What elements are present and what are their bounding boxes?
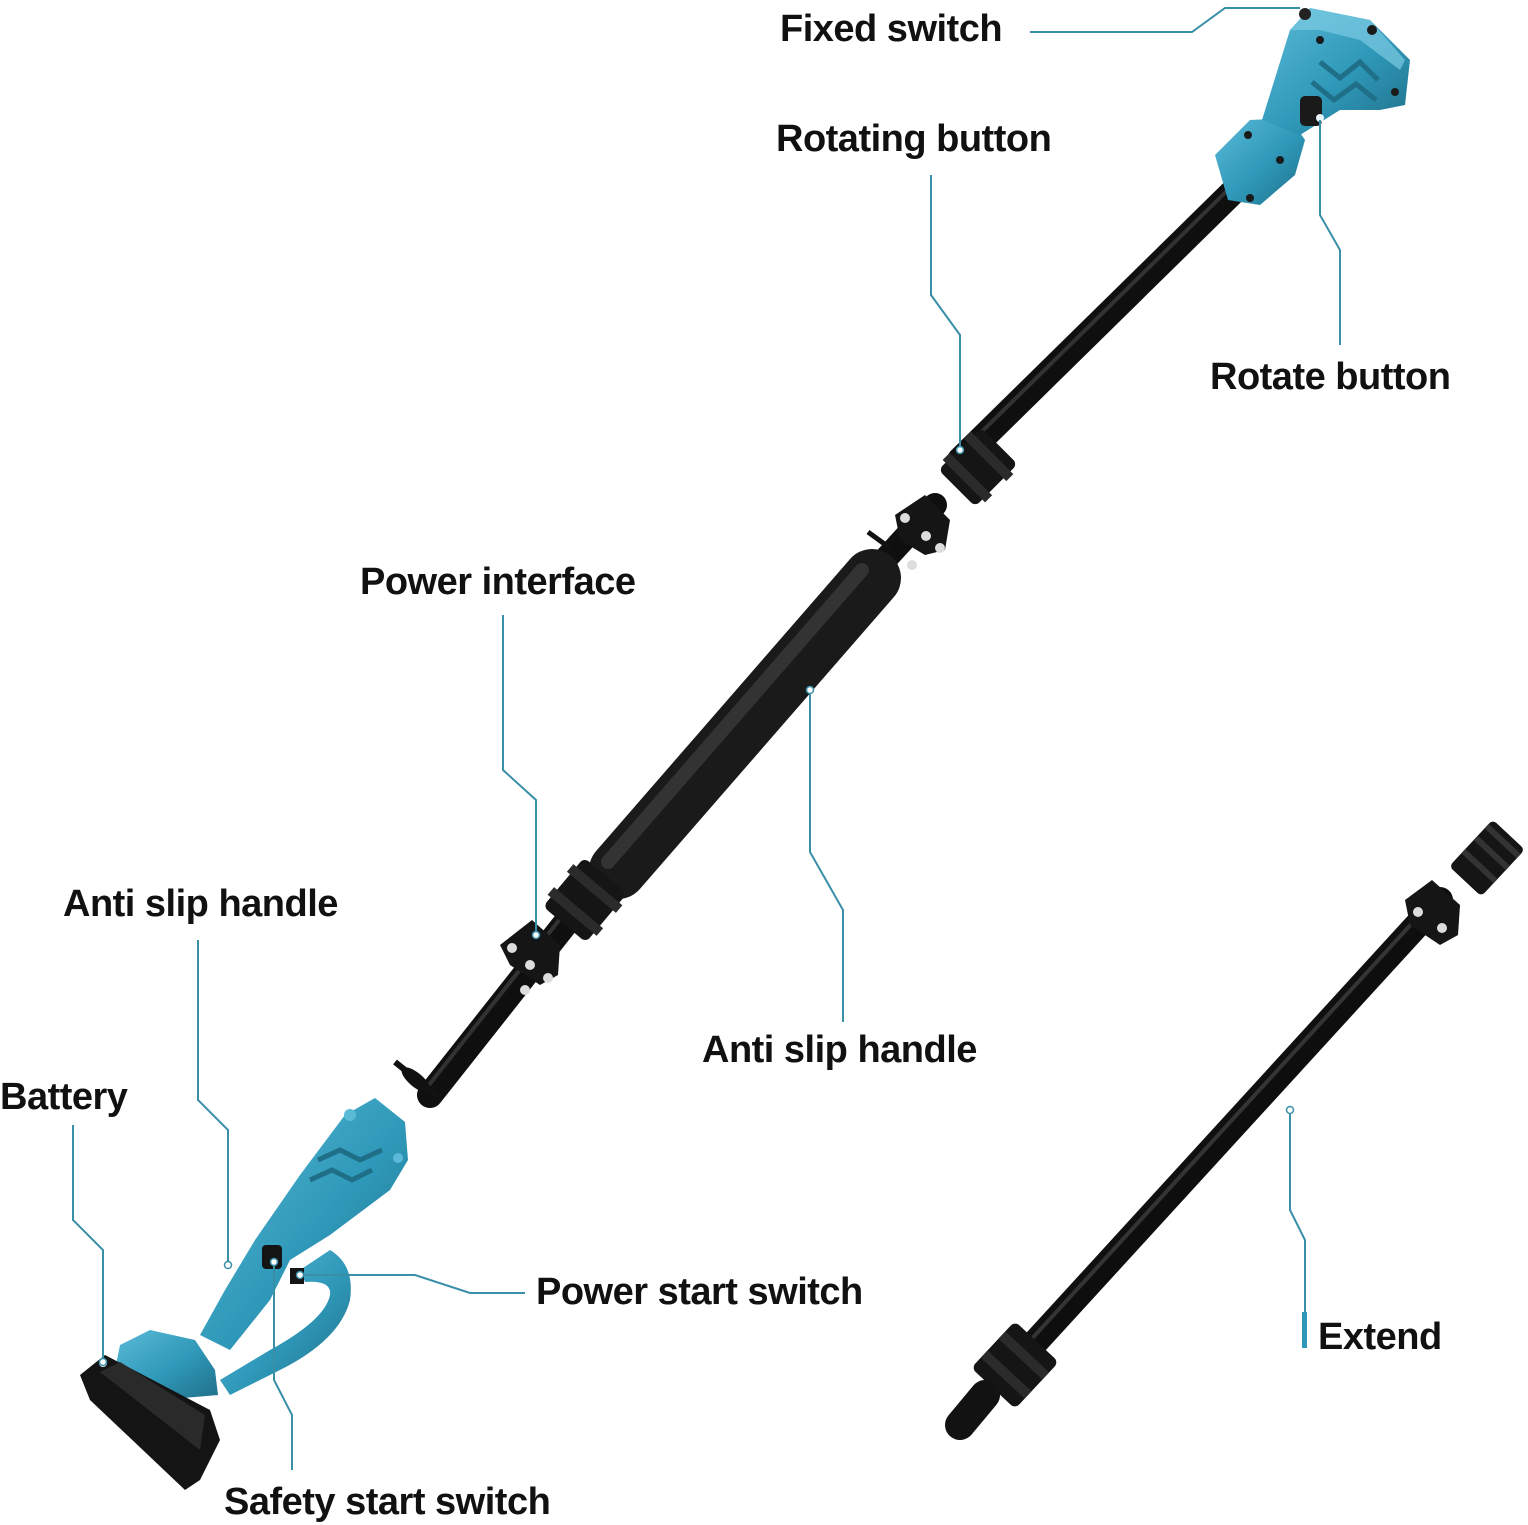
- upper-collar: [940, 429, 1016, 505]
- extension-bottom-collar: [945, 1323, 1057, 1440]
- label-rotating-button: Rotating button: [776, 118, 1052, 160]
- label-power-start-switch: Power start switch: [536, 1271, 863, 1313]
- leader-fixed-switch: [1030, 7, 1300, 33]
- label-fixed-switch: Fixed switch: [780, 8, 1003, 50]
- leader-extend: [1289, 1110, 1306, 1315]
- label-safety-start-switch: Safety start switch: [224, 1481, 551, 1523]
- extension-top-fitting: [1451, 821, 1523, 895]
- lower-collar: [545, 859, 625, 941]
- label-rotate-button: Rotate button: [1210, 356, 1451, 398]
- stop-ring: [393, 1059, 442, 1101]
- leader-rotating-button: [930, 175, 961, 450]
- lower-clamp: [500, 920, 560, 995]
- leader-safety-start: [273, 1262, 293, 1470]
- label-anti-slip-handle-center: Anti slip handle: [702, 1029, 977, 1071]
- leader-dots: [98, 445, 1295, 1367]
- handle-assembly: [115, 1098, 408, 1400]
- label-power-interface: Power interface: [360, 561, 636, 603]
- extend-marker: [1302, 1312, 1307, 1348]
- leader-power-start: [300, 1274, 525, 1294]
- label-battery: Battery: [0, 1076, 128, 1118]
- leader-anti-slip-center: [809, 690, 844, 1022]
- label-anti-slip-handle-left: Anti slip handle: [63, 883, 338, 925]
- sanding-head: [1215, 8, 1410, 205]
- anti-slip-grip: [589, 549, 901, 899]
- leader-rotate-button: [1319, 120, 1341, 345]
- leader-lines: [72, 7, 1341, 1470]
- label-extend: Extend: [1318, 1316, 1442, 1358]
- leader-power-interface: [502, 615, 537, 935]
- leader-anti-slip-left: [197, 940, 229, 1265]
- upper-clamp: [866, 495, 950, 570]
- leader-battery: [72, 1125, 104, 1362]
- extension-clamp: [1405, 880, 1460, 945]
- extension-pole: [945, 821, 1523, 1440]
